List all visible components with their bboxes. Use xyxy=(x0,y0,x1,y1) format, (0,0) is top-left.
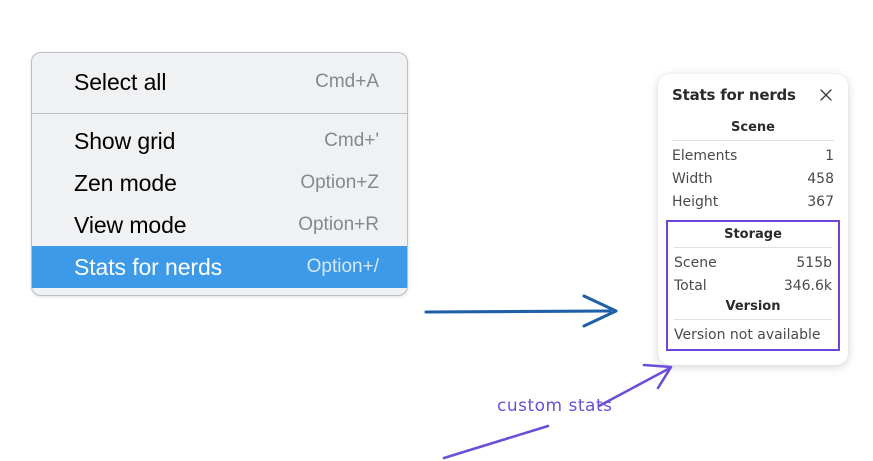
section-heading-scene: Scene xyxy=(731,120,775,135)
stat-value: 515b xyxy=(796,254,832,271)
stat-row-width: Width 458 xyxy=(672,168,834,191)
menu-item-view-mode[interactable]: View mode Option+R xyxy=(32,204,407,246)
stat-row-storage-scene: Scene 515b xyxy=(674,252,832,275)
stats-panel-header: Stats for nerds xyxy=(672,86,834,104)
stat-value: 367 xyxy=(807,193,834,210)
annotation-label-custom-stats: custom stats xyxy=(497,396,613,416)
version-text: Version not available xyxy=(674,327,821,344)
stat-row-elements: Elements 1 xyxy=(672,145,834,168)
stat-value: 458 xyxy=(807,170,834,187)
menu-item-shortcut: Cmd+' xyxy=(324,130,379,151)
stat-row-height: Height 367 xyxy=(672,191,834,214)
menu-item-label: Zen mode xyxy=(74,169,177,196)
section-heading-storage: Storage xyxy=(724,226,782,242)
context-menu: Select all Cmd+A Show grid Cmd+' Zen mod… xyxy=(31,52,408,296)
menu-item-shortcut: Cmd+A xyxy=(315,71,379,92)
stat-key: Total xyxy=(674,277,707,294)
menu-item-stats-for-nerds[interactable]: Stats for nerds Option+/ xyxy=(32,246,407,288)
stat-row-storage-total: Total 346.6k xyxy=(674,275,832,298)
menu-item-zen-mode[interactable]: Zen mode Option+Z xyxy=(32,162,407,204)
arrow-right-icon xyxy=(424,294,618,328)
menu-item-select-all[interactable]: Select all Cmd+A xyxy=(32,61,407,103)
stat-key: Scene xyxy=(674,254,717,271)
stat-key: Height xyxy=(672,193,719,210)
menu-section-1: Select all Cmd+A xyxy=(32,53,407,113)
stats-panel-title: Stats for nerds xyxy=(672,86,796,104)
stat-key: Elements xyxy=(672,148,738,164)
stat-key: Width xyxy=(672,170,713,187)
stats-for-nerds-panel: Stats for nerds Scene Elements 1 Width 4… xyxy=(658,74,848,366)
menu-item-shortcut: Option+R xyxy=(298,214,379,235)
stat-value: 1 xyxy=(825,148,834,164)
section-heading-version: Version xyxy=(725,299,781,315)
menu-section-2: Show grid Cmd+' Zen mode Option+Z View m… xyxy=(32,114,407,295)
divider xyxy=(672,140,834,141)
menu-item-shortcut: Option+Z xyxy=(300,172,379,193)
menu-item-label: Select all xyxy=(74,68,167,95)
menu-item-show-grid[interactable]: Show grid Cmd+' xyxy=(32,120,407,162)
divider xyxy=(674,246,832,248)
menu-item-label: View mode xyxy=(74,211,187,238)
close-icon[interactable] xyxy=(818,87,834,103)
stat-value: 346.6k xyxy=(783,277,832,294)
diagonal-line xyxy=(442,424,550,460)
menu-item-label: Stats for nerds xyxy=(74,253,223,280)
menu-divider xyxy=(32,113,407,114)
divider xyxy=(674,319,832,321)
custom-stats-block: Storage Scene 515b Total 346.6k Version … xyxy=(666,219,840,352)
menu-item-shortcut: Option+/ xyxy=(306,256,379,277)
menu-item-label: Show grid xyxy=(74,127,176,154)
